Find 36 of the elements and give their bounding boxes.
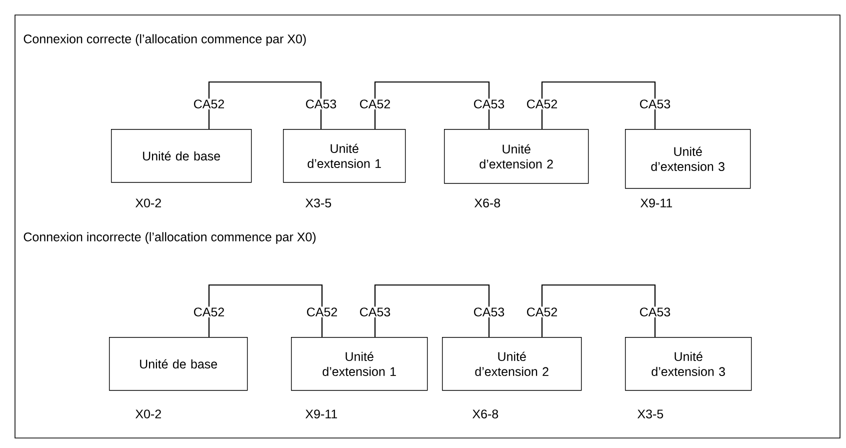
unit-box: Unité d’extension 1: [291, 337, 428, 391]
connector-label: CA53: [304, 98, 338, 110]
address-label: X3-5: [638, 410, 664, 418]
unit-box: Unité d’extension 2: [444, 129, 589, 184]
unit-box: Unité d’extension 1: [283, 129, 406, 183]
cable-line: [208, 81, 322, 129]
address-label: X9-11: [640, 198, 672, 208]
connector-label: CA53: [358, 306, 392, 318]
unit-box: Unité d’extension 3: [625, 129, 751, 189]
cable-line: [374, 81, 490, 129]
unit-box: Unité d’extension 3: [625, 337, 752, 391]
address-label: X0-2: [135, 198, 161, 208]
connector-label: CA52: [192, 306, 226, 318]
address-label: X0-2: [135, 410, 161, 418]
connector-label: CA52: [192, 98, 226, 110]
connector-label: CA52: [525, 98, 559, 110]
address-label: X3-5: [305, 198, 332, 208]
cable-line: [541, 284, 656, 337]
unit-box: Unité de base: [111, 129, 252, 183]
section-heading: Connexion correcte (l’allocation commence par X0): [24, 34, 306, 46]
connector-label: CA52: [525, 306, 559, 318]
unit-box: Unité d’extension 2: [442, 337, 582, 391]
unit-box: Unité de base: [109, 337, 248, 391]
address-label: X6-8: [472, 410, 498, 418]
connector-label: CA53: [472, 98, 506, 110]
address-label: X6-8: [474, 198, 500, 208]
address-label: X9-11: [305, 410, 338, 418]
cable-line: [541, 81, 656, 129]
connector-label: CA53: [638, 98, 672, 110]
section-heading: Connexion incorrecte (l’allocation commence par X0): [24, 232, 316, 244]
connector-label: CA52: [358, 98, 392, 110]
connector-label: CA52: [305, 306, 339, 318]
cable-line: [374, 284, 490, 337]
connector-label: CA53: [638, 306, 672, 318]
cable-line: [208, 284, 323, 337]
connector-label: CA53: [472, 306, 506, 318]
